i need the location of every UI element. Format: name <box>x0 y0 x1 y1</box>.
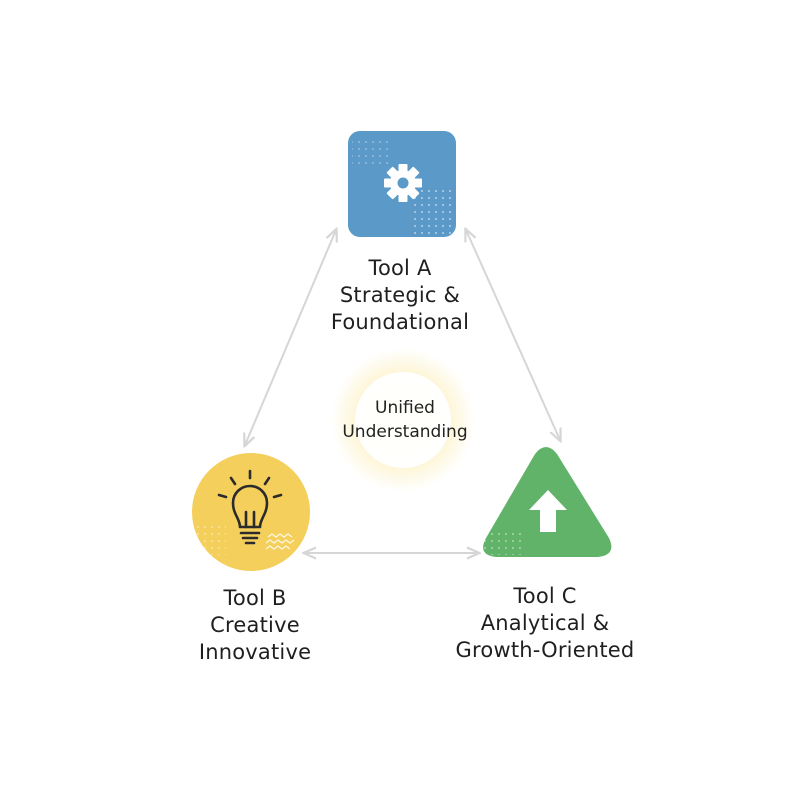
center-label-line-1: Unified <box>375 398 435 418</box>
tool-c-desc-line-2: Growth-Oriented <box>455 638 635 662</box>
tool-b-node[interactable] <box>192 453 310 571</box>
tool-c-title: Tool C <box>513 584 577 608</box>
zigzag-decoration <box>265 533 295 550</box>
tool-c-desc-line-1: Analytical & <box>480 611 610 635</box>
center-label-line-2: Understanding <box>342 422 468 442</box>
tool-a-node[interactable] <box>348 131 456 237</box>
tool-c-node[interactable] <box>483 447 612 557</box>
arrow-up-icon <box>529 490 567 532</box>
tool-a-title: Tool A <box>368 256 432 280</box>
tool-b-desc-line-1: Creative <box>210 613 300 637</box>
tool-b-title: Tool B <box>223 586 287 610</box>
connector-a-b <box>245 230 336 445</box>
tool-a-desc-line-1: Strategic & <box>339 283 461 307</box>
center-hub <box>331 348 475 492</box>
connectors <box>245 230 560 553</box>
tool-c-label: Tool C Analytical & Growth-Oriented <box>430 583 660 664</box>
tool-b-desc-line-2: Innovative <box>198 640 312 664</box>
center-label: Unified Understanding <box>320 396 490 444</box>
tool-a-desc-line-2: Foundational <box>330 310 470 334</box>
connector-a-c <box>466 230 560 440</box>
tool-b-label: Tool B Creative Innovative <box>155 585 355 666</box>
tool-a-label: Tool A Strategic & Foundational <box>300 255 500 336</box>
center-disc <box>355 372 451 468</box>
lightbulb-icon <box>217 469 283 545</box>
gear-icon <box>384 164 422 202</box>
